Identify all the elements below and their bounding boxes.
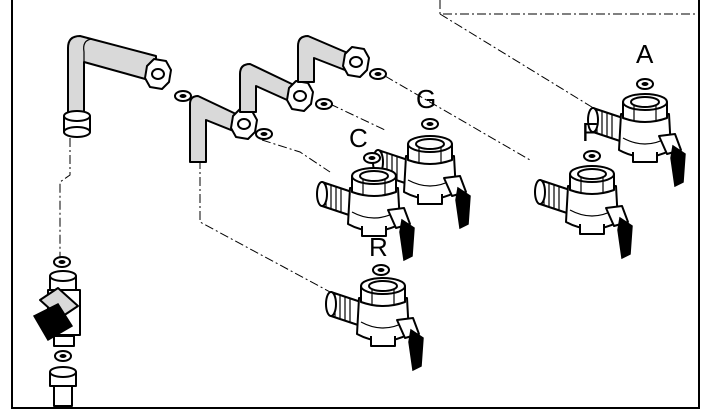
pipe-a — [67, 35, 192, 119]
pipe-a-union — [63, 110, 91, 138]
label-f: F — [582, 117, 598, 147]
label-a: A — [636, 39, 654, 69]
label-c: C — [349, 123, 368, 153]
label-r: R — [369, 232, 388, 262]
pipe-f — [297, 35, 387, 83]
valve-r — [325, 264, 424, 371]
pipe-g — [239, 63, 333, 113]
label-g: G — [416, 84, 436, 114]
filter-assembly — [32, 256, 81, 407]
pipe-c — [189, 95, 273, 163]
valve-f — [534, 150, 633, 259]
